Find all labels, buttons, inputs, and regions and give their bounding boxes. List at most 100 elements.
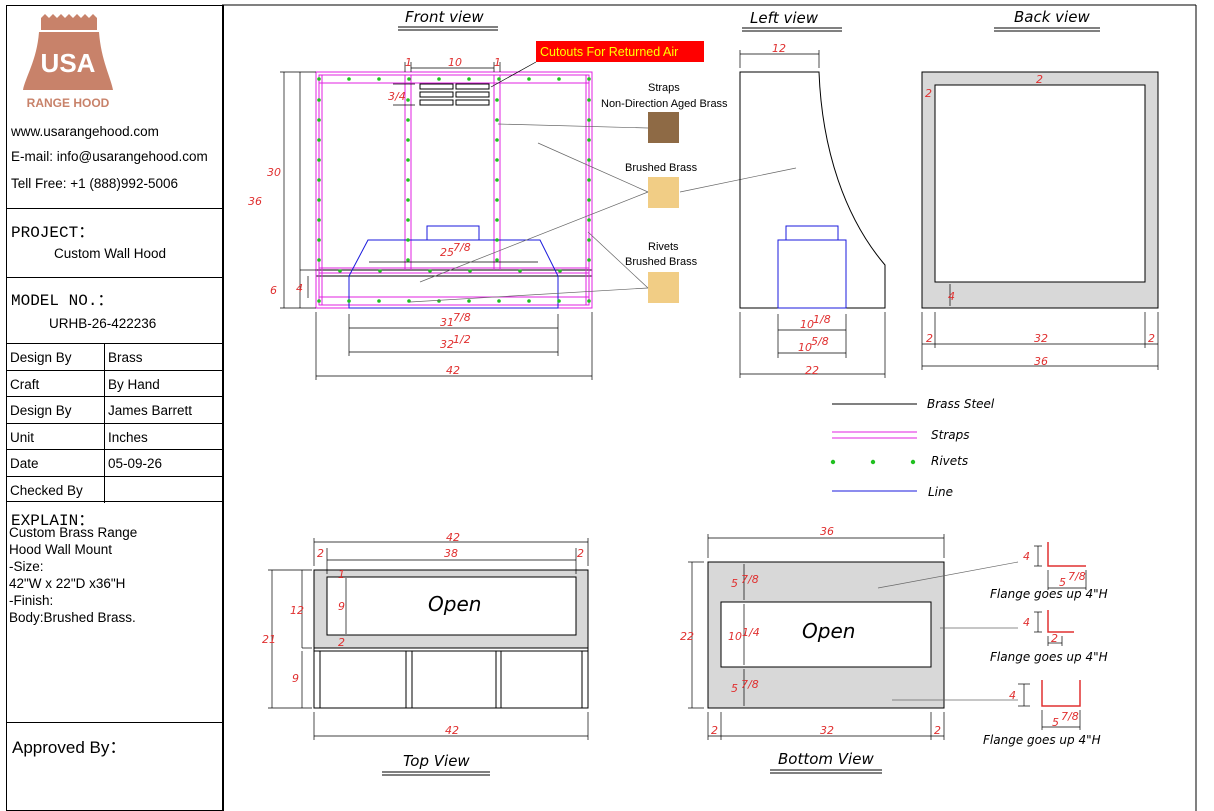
rivet-dot — [467, 77, 471, 81]
dim-left-22: 22 — [805, 364, 819, 377]
explain-line: -Finish: — [9, 593, 54, 608]
brushed-brass-label: Brushed Brass — [625, 162, 698, 174]
rivet-dot — [467, 299, 471, 303]
spec-row: Date 05-09-26 — [7, 449, 222, 476]
email: E-mail: info@usarangehood.com — [11, 149, 208, 164]
rivet-dot — [406, 178, 410, 182]
rivet-dot — [406, 138, 410, 142]
spec-key: Date — [10, 456, 39, 471]
top-view — [313, 569, 589, 709]
dim-top-1: 1 — [338, 568, 345, 581]
legend-rivets: Rivets — [931, 454, 968, 468]
dim-front-3-4: 3/4 — [388, 90, 406, 103]
dim-back-36: 36 — [1034, 355, 1048, 368]
legend-line: Line — [928, 485, 953, 499]
rivet-dot — [495, 118, 499, 122]
logo-text: USA — [41, 48, 96, 78]
rivet-dot — [406, 98, 410, 102]
left-view — [739, 71, 886, 309]
straps-material: Non-Direction Aged Brass — [601, 98, 728, 110]
rivet-dot — [317, 98, 321, 102]
rivet-dot — [317, 299, 321, 303]
rivet-dot — [518, 269, 522, 273]
rivet-dot — [587, 198, 591, 202]
title-block: USA RANGE HOOD www.usarangehood.com E-ma… — [6, 5, 224, 811]
spec-value: 05-09-26 — [108, 456, 163, 471]
dim-bottom-2a: 2 — [711, 724, 718, 737]
rivet-dot — [437, 299, 441, 303]
rivet-dot — [558, 269, 562, 273]
rivet-dot — [587, 98, 591, 102]
dim-bottom-36: 36 — [820, 525, 834, 538]
dim-left-10-frac: 1/8 — [813, 313, 831, 326]
spec-value: By Hand — [108, 376, 160, 392]
rivet-dot — [495, 158, 499, 162]
rivet-dot — [406, 158, 410, 162]
dim-top-21: 21 — [262, 633, 276, 646]
dim-bottom-10: 10 — [728, 630, 742, 643]
legend: Brass Steel Straps Rivets Line — [830, 397, 995, 499]
rivet-dot — [587, 118, 591, 122]
flange-note-3: Flange goes up 4"H — [983, 733, 1101, 747]
model-heading: MODEL NO.： — [11, 292, 114, 310]
back-view-title: Back view — [1014, 8, 1090, 26]
spec-row: Checked By — [7, 475, 222, 503]
rivet-dot — [587, 299, 591, 303]
rivet-dot — [406, 218, 410, 222]
explain-line: Hood Wall Mount — [9, 542, 113, 557]
rivet-dot — [468, 269, 472, 273]
dim-left-10b-frac: 5/8 — [811, 335, 829, 348]
rivet-dot — [377, 299, 381, 303]
dim-top-42a: 42 — [446, 531, 460, 544]
front-vent-cutouts — [419, 83, 490, 106]
dim-bottom-5b-frac: 7/8 — [741, 678, 759, 691]
dim-bottom-22: 22 — [680, 630, 694, 643]
rivet-dot — [497, 77, 501, 81]
dim-bottom-5a-frac: 7/8 — [741, 573, 759, 586]
flange-detail-3: 4 5 7/8 Flange goes up 4"H — [983, 680, 1101, 747]
rivet-dot — [317, 238, 321, 242]
dim-front-1b: 1 — [494, 56, 501, 69]
left-view-title: Left view — [750, 9, 819, 27]
rivet-dot — [317, 258, 321, 262]
spec-key: Checked By — [10, 482, 83, 498]
rivet-dot — [587, 238, 591, 242]
rivet-dot — [587, 138, 591, 142]
rivet-dot — [495, 198, 499, 202]
flange-note-2: Flange goes up 4"H — [990, 650, 1108, 664]
dim-top-9a: 9 — [338, 600, 345, 613]
legend-brass-steel: Brass Steel — [927, 397, 995, 411]
logo-subtext: RANGE HOOD — [27, 96, 110, 110]
front-blower-outline — [348, 225, 559, 309]
rivet-dot — [407, 77, 411, 81]
rivet-dot — [495, 98, 499, 102]
dim-bottom-2b: 2 — [934, 724, 941, 737]
dim-back-2d: 2 — [1148, 332, 1155, 345]
leader-lines — [409, 123, 797, 303]
explain-line: Body:Brushed Brass. — [9, 610, 136, 625]
dim-front-32: 32 — [440, 338, 454, 351]
spec-value: Inches — [108, 429, 148, 445]
rivet-dot — [495, 258, 499, 262]
usa-range-hood-logo: USA RANGE HOOD — [23, 14, 113, 110]
flange-detail-2: 4 2 Flange goes up 4"H — [990, 610, 1108, 664]
dim-flange-4c: 4 — [1009, 689, 1016, 702]
spec-value: James Barrett — [108, 403, 193, 418]
dim-bottom-5a: 5 — [731, 577, 738, 590]
rivet-dot — [587, 178, 591, 182]
model-value: URHB-26-422236 — [49, 316, 157, 331]
rivet-dot — [495, 138, 499, 142]
left-blower-outline — [777, 225, 847, 309]
rivet-dot — [557, 77, 561, 81]
rivet-dot — [406, 258, 410, 262]
dim-front-10: 10 — [448, 56, 462, 69]
dim-front-25: 25 — [440, 246, 454, 259]
project-value: Custom Wall Hood — [54, 246, 167, 261]
dim-flange-5c: 5 — [1052, 716, 1059, 729]
bottom-view-title: Bottom View — [778, 750, 874, 768]
explain-heading: EXPLAIN： — [11, 512, 95, 530]
